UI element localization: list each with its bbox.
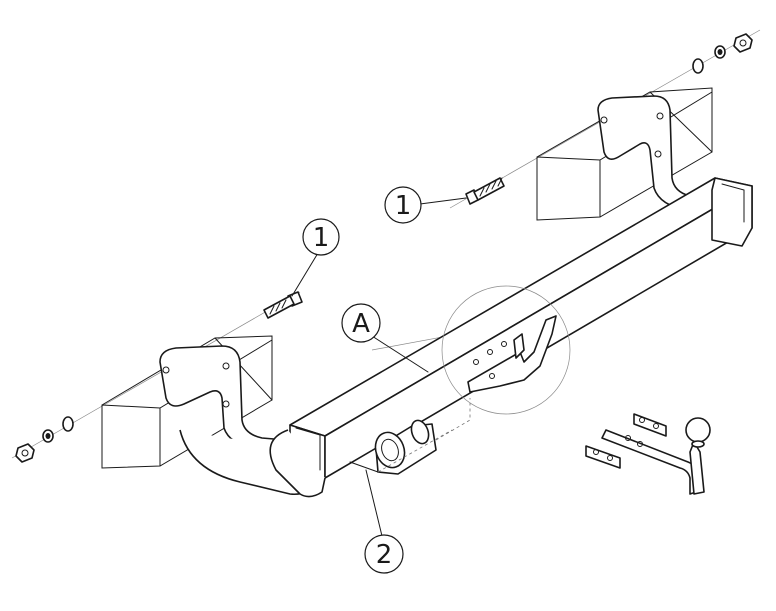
- main-beam: [269, 177, 753, 498]
- callout-bolt-upper-label: 1: [395, 191, 412, 221]
- callout-socket-plate: 2: [364, 534, 404, 574]
- right-bolt-hardware: [465, 33, 753, 205]
- left-mounting-bracket: [101, 335, 313, 496]
- left-bolt-hardware: [15, 291, 303, 463]
- callout-bolt-left: 1: [302, 218, 340, 256]
- callout-bolt-left-label: 1: [313, 223, 330, 253]
- callout-leaders: [291, 197, 467, 537]
- detail-view-circle: [441, 285, 571, 415]
- right-mounting-bracket: [536, 87, 713, 221]
- callout-main-beam: A: [341, 303, 381, 343]
- tow-ball-assembly: [585, 413, 711, 495]
- callout-socket-plate-label: 2: [376, 540, 393, 570]
- callout-bolt-upper: 1: [384, 186, 422, 224]
- socket-plate: [349, 398, 471, 475]
- callout-main-beam-label: A: [352, 309, 370, 339]
